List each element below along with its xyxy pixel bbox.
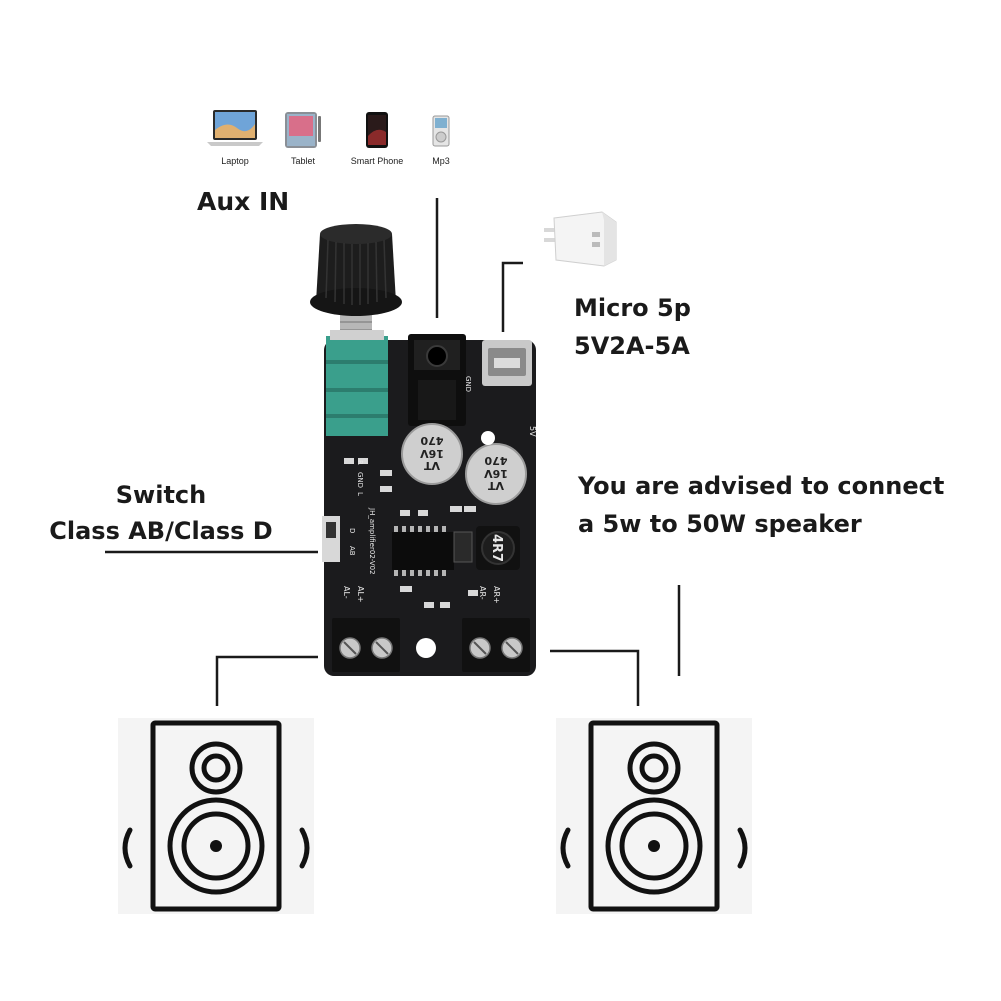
aux-jack xyxy=(408,334,466,426)
svg-text:JH_amplifier02-V02: JH_amplifier02-V02 xyxy=(368,507,376,575)
svg-text:16V: 16V xyxy=(420,447,444,460)
switch-label: Switch Class AB/Class D xyxy=(46,477,276,549)
switch-label-line1: Switch xyxy=(115,481,207,509)
device-laptop: Laptop xyxy=(203,106,267,166)
svg-text:AR-: AR- xyxy=(478,586,487,600)
micro-usb-port xyxy=(482,340,532,386)
svg-text:GND: GND xyxy=(356,472,364,488)
volume-knob xyxy=(310,224,402,316)
smartphone-icon xyxy=(366,112,388,148)
device-label: Mp3 xyxy=(432,156,450,166)
amplifier-board: VT 16V 470 VT 16V 470 4R7 xyxy=(310,224,537,676)
right-speaker-leader-line xyxy=(550,649,640,706)
device-mp3: Mp3 xyxy=(417,106,465,166)
potentiometer-body xyxy=(326,336,388,436)
usb-charger-icon xyxy=(544,211,617,267)
svg-text:470: 470 xyxy=(484,454,507,467)
speaker-advice-label: You are advised to connect a 5w to 50W s… xyxy=(578,467,944,543)
svg-text:VT: VT xyxy=(424,459,441,472)
source-devices: Laptop Tablet Smart Phone Mp3 xyxy=(195,100,465,170)
capacitor-1: VT 16V 470 xyxy=(401,423,463,485)
right-speaker-icon xyxy=(556,718,752,914)
tablet-icon xyxy=(285,112,321,148)
capacitor-2: VT 16V 470 xyxy=(465,443,527,505)
svg-text:R: R xyxy=(356,460,364,465)
svg-text:GND: GND xyxy=(464,376,472,392)
svg-text:4R7: 4R7 xyxy=(489,534,504,562)
svg-text:AL-: AL- xyxy=(342,586,351,599)
device-tablet: Tablet xyxy=(275,106,331,166)
mount-hole xyxy=(416,638,436,658)
svg-text:5V: 5V xyxy=(528,426,537,437)
svg-text:AR+: AR+ xyxy=(492,586,501,604)
micro-usb-label: Micro 5p 5V2A-5A xyxy=(574,289,691,365)
aux-in-label: Aux IN xyxy=(197,187,290,216)
left-speaker-icon xyxy=(118,718,314,914)
right-speaker-terminal xyxy=(462,618,530,672)
speaker-advice-line2: a 5w to 50W speaker xyxy=(578,510,862,538)
left-speaker-leader-line xyxy=(215,655,318,706)
amplifier-ic xyxy=(392,526,454,576)
svg-text:L: L xyxy=(356,492,364,496)
class-switch xyxy=(322,516,340,562)
device-label: Tablet xyxy=(290,156,316,166)
micro-usb-label-line1: Micro 5p xyxy=(574,294,691,322)
mp3-player-icon xyxy=(432,115,450,147)
switch-label-line2: Class AB/Class D xyxy=(49,517,273,545)
device-label: Laptop xyxy=(221,156,249,166)
usb-leader-line xyxy=(501,261,523,332)
micro-usb-label-line2: 5V2A-5A xyxy=(574,332,690,360)
mount-hole xyxy=(481,431,495,445)
device-label: Smart Phone xyxy=(350,156,404,166)
svg-text:VT: VT xyxy=(488,479,505,492)
inductor: 4R7 xyxy=(476,526,520,570)
svg-text:16V: 16V xyxy=(484,467,508,480)
svg-text:470: 470 xyxy=(420,434,443,447)
left-speaker-terminal xyxy=(332,618,400,672)
device-smartphone: Smart Phone xyxy=(341,106,413,166)
laptop-icon xyxy=(207,110,263,146)
voltage-regulator xyxy=(453,531,473,563)
svg-text:AL+: AL+ xyxy=(356,586,365,603)
speaker-advice-line1: You are advised to connect xyxy=(578,472,945,500)
svg-text:D: D xyxy=(348,528,356,533)
svg-text:AB: AB xyxy=(348,546,356,556)
